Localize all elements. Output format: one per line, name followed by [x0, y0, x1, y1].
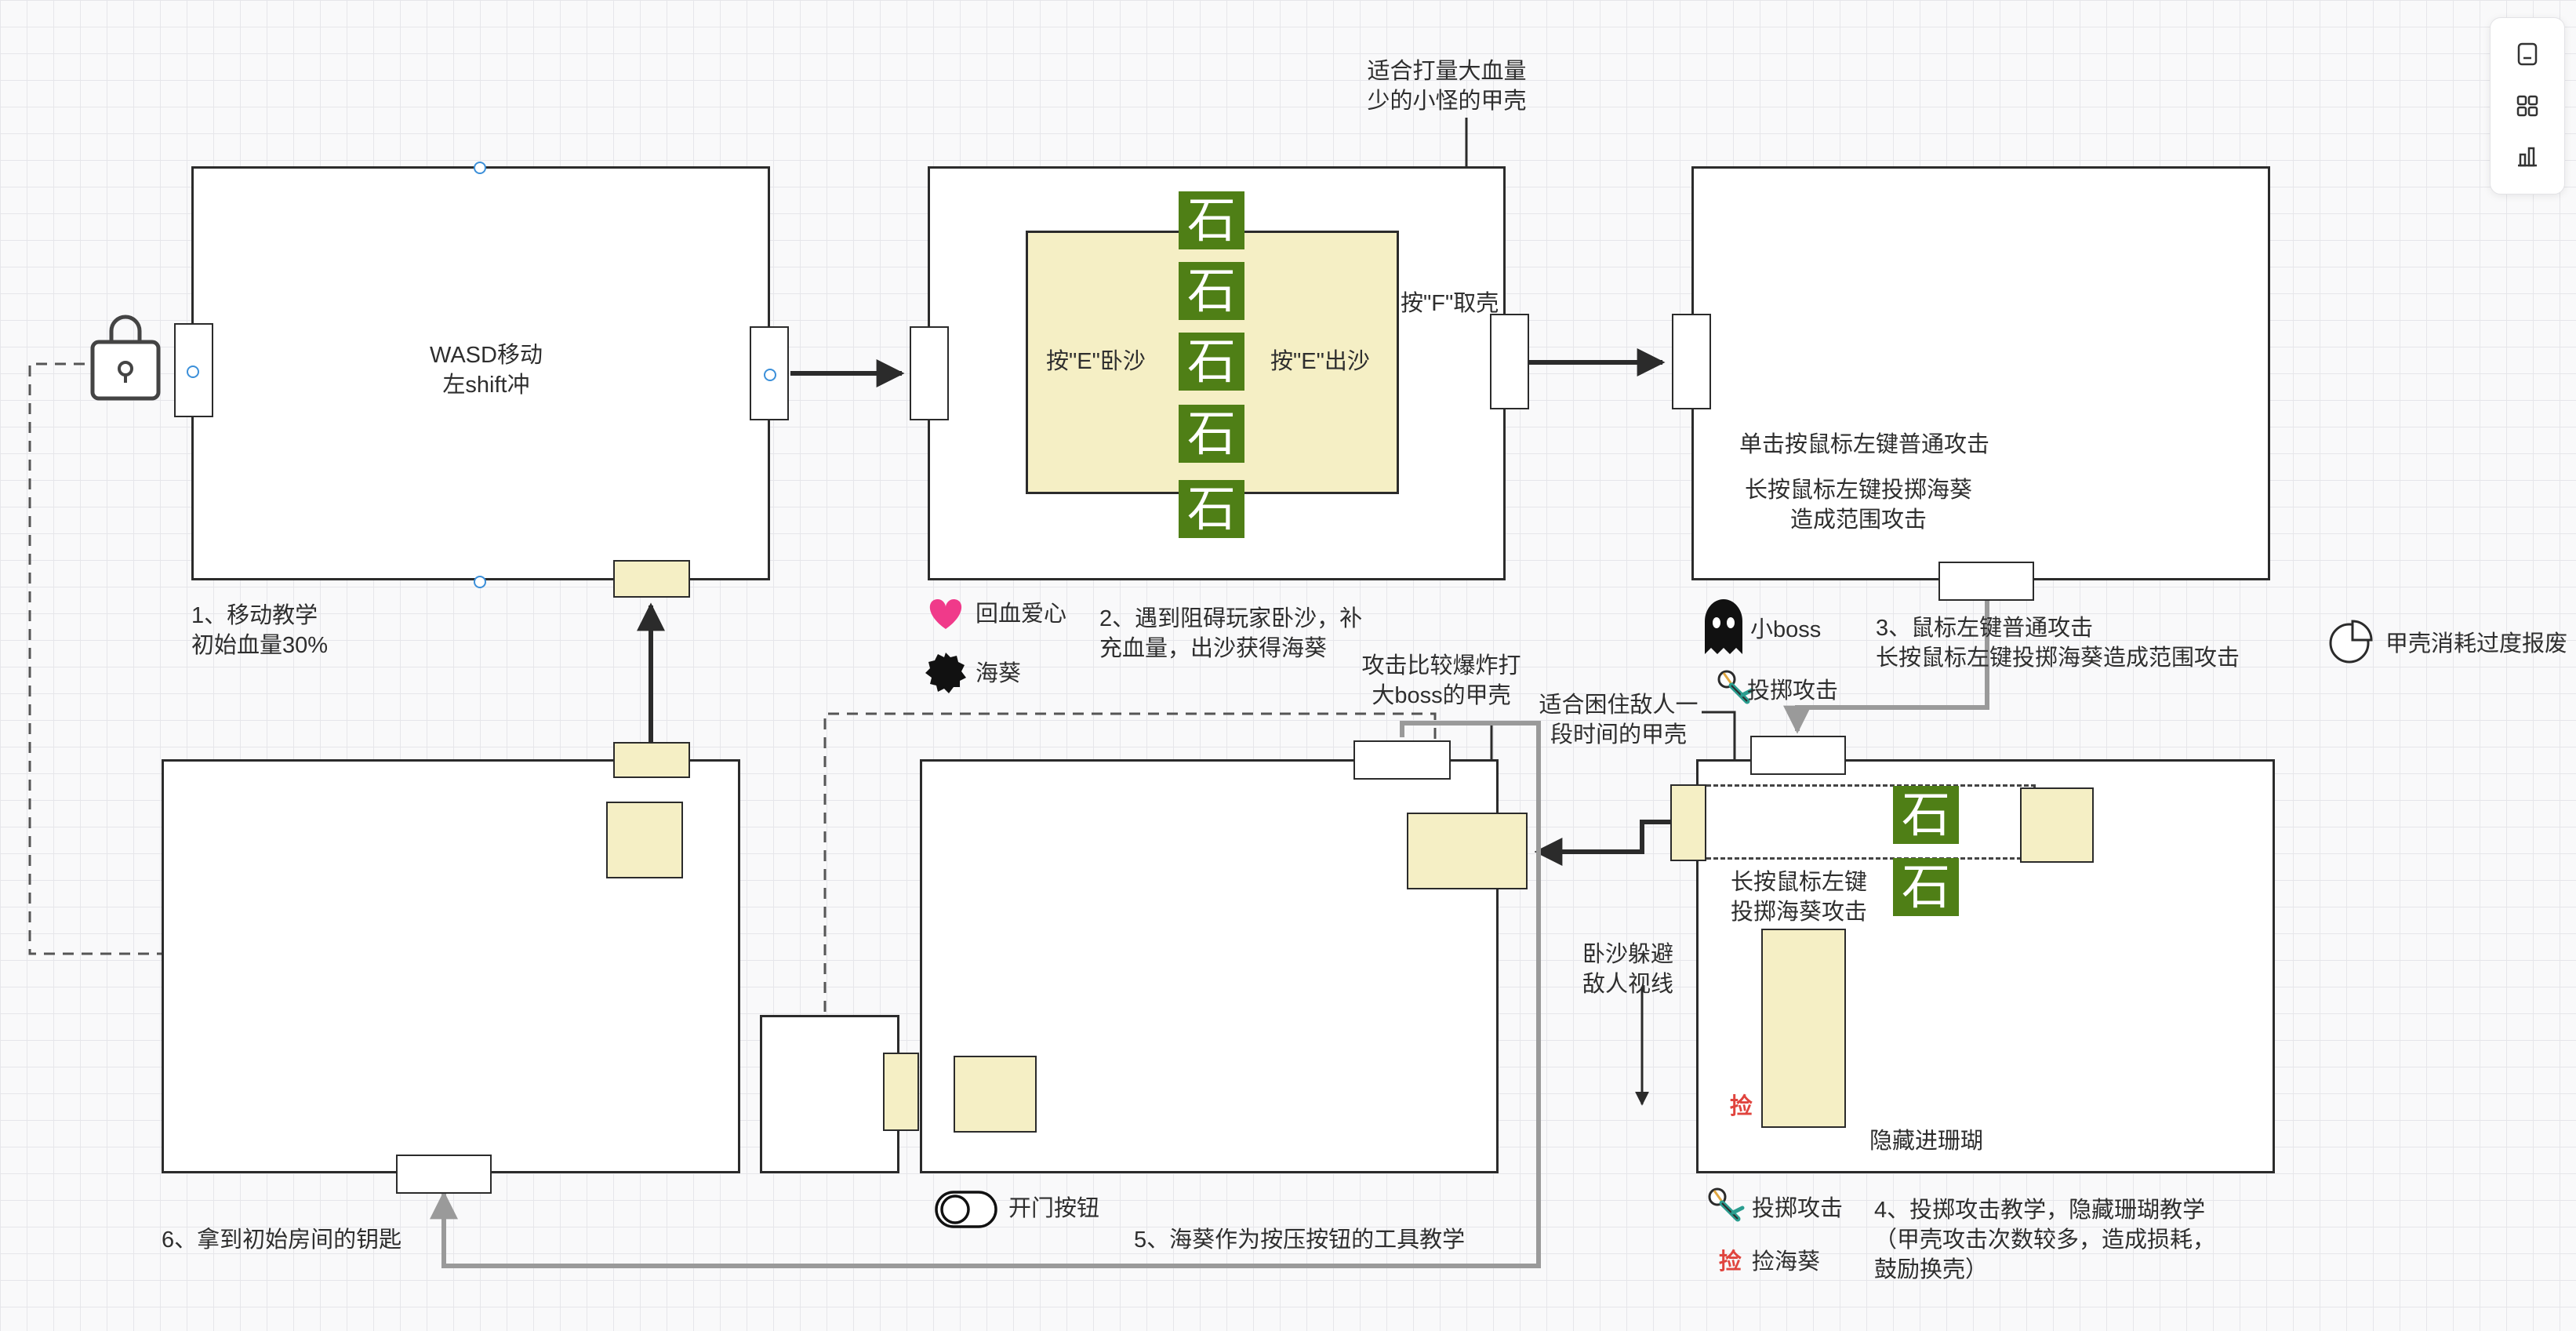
room1-label: WASD移动 左shift冲: [384, 340, 588, 400]
hide-note-line2: 敌人视线: [1582, 972, 1673, 997]
caption-2: 2、遇到阻碍玩家卧沙，补 充血量，出沙获得海葵: [1099, 604, 1362, 664]
shell-note-3-line1: 适合困住敌人一: [1539, 693, 1699, 718]
legend-pick-marker: 捡: [1719, 1249, 1742, 1275]
page-icon[interactable]: [2510, 37, 2545, 71]
caption-3-line1: 3、鼠标左键普通攻击: [1876, 616, 2094, 641]
pressure-plate[interactable]: [2020, 787, 2094, 863]
shell-pedestal[interactable]: [1407, 813, 1528, 889]
shell-note-1: 适合打量大血量 少的小怪的甲壳: [1333, 56, 1560, 116]
legend-boss-label: 小boss: [1750, 617, 1822, 642]
dashed-area: [1706, 784, 2036, 860]
legend-throw-label-2: 投掷攻击: [1752, 1196, 1844, 1221]
exit-sand-label: 按"E"出沙: [1270, 349, 1370, 374]
legend-throw-label: 投掷攻击: [1747, 678, 1839, 704]
caption-3: 3、鼠标左键普通攻击 长按鼠标左键投掷海葵造成范围攻击: [1876, 613, 2240, 673]
stone-block: 石: [1179, 262, 1244, 320]
caption-1-line2: 初始血量30%: [191, 633, 329, 658]
pressure-plate[interactable]: [954, 1056, 1037, 1133]
selection-handle: [764, 369, 776, 381]
legend-shell-wear-label: 甲壳消耗过度报废: [2385, 631, 2568, 656]
side-toolbar: [2490, 17, 2565, 195]
pressure-plate[interactable]: [606, 802, 683, 878]
arrow-room5-room6: [430, 721, 1541, 1268]
shell-note-2: 攻击比较爆炸打 大boss的甲壳: [1355, 651, 1528, 711]
switch-link-dashed: [823, 712, 1437, 1012]
arrow-room3-room4: [1783, 582, 1989, 734]
room-3: [1691, 166, 2270, 580]
move-text: WASD移动: [430, 343, 543, 368]
stone-block: 石: [1893, 786, 1959, 844]
caption-2-line1: 2、遇到阻碍玩家卧沙，补: [1099, 606, 1363, 631]
door[interactable]: [1670, 784, 1706, 861]
legend-heart-label: 回血爱心: [976, 602, 1067, 627]
door[interactable]: [883, 1053, 919, 1131]
door[interactable]: [910, 326, 949, 420]
stone-block: 石: [1179, 405, 1244, 463]
lock-icon: [90, 315, 161, 401]
door[interactable]: [396, 1155, 492, 1194]
chart-icon[interactable]: [2510, 139, 2545, 173]
door[interactable]: [1750, 736, 1846, 775]
stone-block: 石: [1179, 480, 1244, 538]
caption-5: 5、海葵作为按压按钮的工具教学: [1134, 1227, 1466, 1253]
shell-note-3: 适合困住敌人一 段时间的甲壳: [1532, 690, 1705, 750]
attack-normal-label: 单击按鼠标左键普通攻击: [1739, 432, 1990, 457]
stone-block: 石: [1179, 191, 1244, 249]
caption-4-line1: 4、投掷攻击教学，隐藏珊瑚教学: [1874, 1198, 2206, 1223]
hide-coral-label: 隐藏进珊瑚: [1869, 1129, 1984, 1154]
door[interactable]: [1490, 314, 1529, 409]
hide-note-line1: 卧沙躲避: [1582, 942, 1673, 967]
key-link-dashed: [28, 362, 226, 955]
legend-switch-label: 开门按钮: [1008, 1196, 1100, 1221]
legend-heart-icon: [929, 599, 962, 629]
grid-icon[interactable]: [2510, 89, 2545, 123]
selection-handle: [474, 576, 486, 588]
hold-throw-line2: 投掷海葵攻击: [1730, 900, 1867, 925]
caption-4-line2: （甲壳攻击次数较多，造成损耗，: [1874, 1227, 2216, 1253]
hold-throw-label: 长按鼠标左键 投掷海葵攻击: [1720, 867, 1877, 927]
pick-shell-label: 按"F"取壳: [1401, 291, 1499, 316]
caption-4-line3: 鼓励换壳）: [1874, 1257, 1989, 1282]
sand-pit: [1761, 929, 1846, 1128]
legend-switch-icon: [935, 1191, 997, 1228]
door[interactable]: [1672, 314, 1711, 409]
stone-block: 石: [1179, 333, 1244, 391]
door[interactable]: [1353, 740, 1451, 780]
caption-3-line2: 长按鼠标左键投掷海葵造成范围攻击: [1876, 645, 2240, 671]
attack-hold-line2: 造成范围攻击: [1789, 507, 1927, 533]
dash-text: 左shift冲: [442, 373, 530, 398]
arrow-room4-room5: [1534, 820, 1670, 866]
selection-handle: [474, 162, 486, 174]
caption-1-line1: 1、移动教学: [191, 603, 318, 628]
legend-shell-wear-icon: [2329, 620, 2373, 664]
legend-pick-label: 捡海葵: [1752, 1249, 1821, 1275]
caption-2-line2: 充血量，出沙获得海葵: [1099, 636, 1328, 661]
shell-note-1-line1: 适合打量大血量: [1367, 59, 1527, 84]
caption-6: 6、拿到初始房间的钥匙: [162, 1227, 402, 1253]
shell-note-2-line2: 大boss的甲壳: [1372, 683, 1511, 708]
hide-note: 卧沙躲避 敌人视线: [1565, 940, 1691, 999]
hold-throw-line1: 长按鼠标左键: [1730, 870, 1867, 895]
caption-4: 4、投掷攻击教学，隐藏珊瑚教学 （甲壳攻击次数较多，造成损耗， 鼓励换壳）: [1874, 1195, 2215, 1285]
attack-hold-line1: 长按鼠标左键投掷海葵: [1744, 478, 1972, 503]
door[interactable]: [1938, 562, 2034, 601]
lie-sand-label: 按"E"卧沙: [1046, 349, 1146, 374]
room-1: [191, 166, 770, 580]
legend-boss-icon: [1705, 599, 1742, 654]
shell-note-2-line1: 攻击比较爆炸打: [1361, 653, 1521, 678]
door[interactable]: [613, 742, 690, 778]
stone-block: 石: [1893, 858, 1959, 916]
door[interactable]: [613, 560, 690, 598]
legend-anemone-label: 海葵: [976, 661, 1022, 686]
caption-1: 1、移动教学 初始血量30%: [191, 601, 328, 660]
shell-note-3-line2: 段时间的甲壳: [1550, 722, 1687, 747]
legend-throw-icon: [1709, 1189, 1742, 1219]
switch-room: [760, 1015, 899, 1173]
pick-marker: 捡: [1730, 1094, 1753, 1119]
shell-note-1-line2: 少的小怪的甲壳: [1367, 89, 1527, 114]
attack-hold-label: 长按鼠标左键投掷海葵 造成范围攻击: [1733, 475, 1984, 535]
legend-anemone-icon: [925, 653, 966, 693]
selection-handle: [187, 365, 199, 378]
